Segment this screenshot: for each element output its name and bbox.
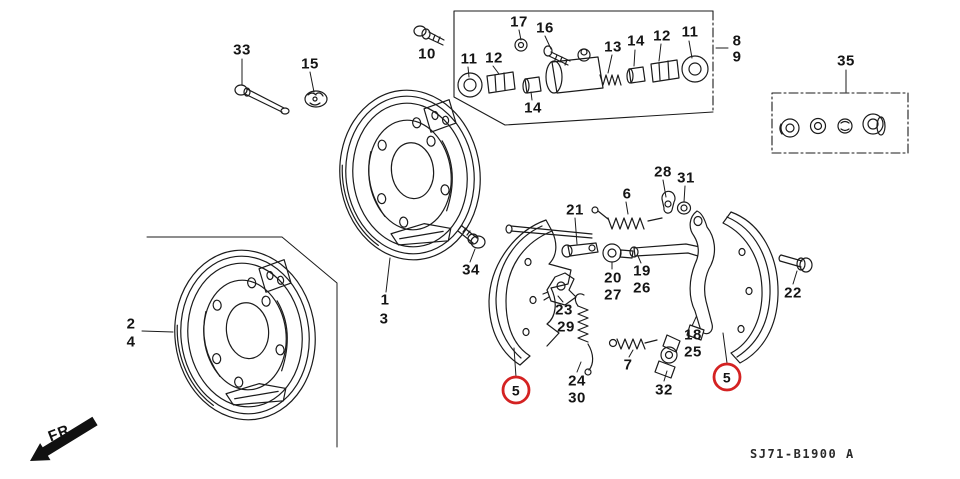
hold-down-pin [505, 224, 593, 239]
brake-shoe-left [488, 219, 572, 378]
section-boundary-line [146, 236, 338, 448]
clip-28 [661, 179, 676, 214]
grommet-15 [304, 71, 328, 108]
pivot-20-27 [602, 243, 634, 270]
highlight-circle-left [501, 375, 531, 405]
fr-direction-arrow-icon [30, 416, 98, 461]
bolt-33 [234, 58, 290, 115]
highlight-circle-right [712, 362, 742, 392]
bolt-34 [457, 224, 486, 263]
washer-31 [676, 185, 692, 215]
diagram-code: SJ71-B1900 A [750, 447, 855, 461]
return-spring-6 [591, 201, 663, 230]
pin-22 [778, 254, 813, 285]
clevis-21 [561, 217, 599, 258]
spring-7 [608, 338, 658, 358]
wheel-cylinder-parts [457, 29, 709, 101]
adjuster-lever-23-29 [542, 272, 577, 306]
cylinder-rebuild-kit-box [771, 69, 909, 154]
strut-rod-19-26 [629, 243, 701, 264]
parking-lever-18-25 [686, 210, 716, 341]
brake-shoe-right [722, 211, 779, 364]
backing-plate-upper [329, 81, 491, 293]
adjuster-32 [654, 334, 681, 382]
wheel-cylinder-kit-box [453, 10, 729, 126]
bolt-10 [413, 25, 445, 46]
return-spring-24-30 [574, 293, 594, 376]
backing-plate-lower [141, 241, 326, 429]
